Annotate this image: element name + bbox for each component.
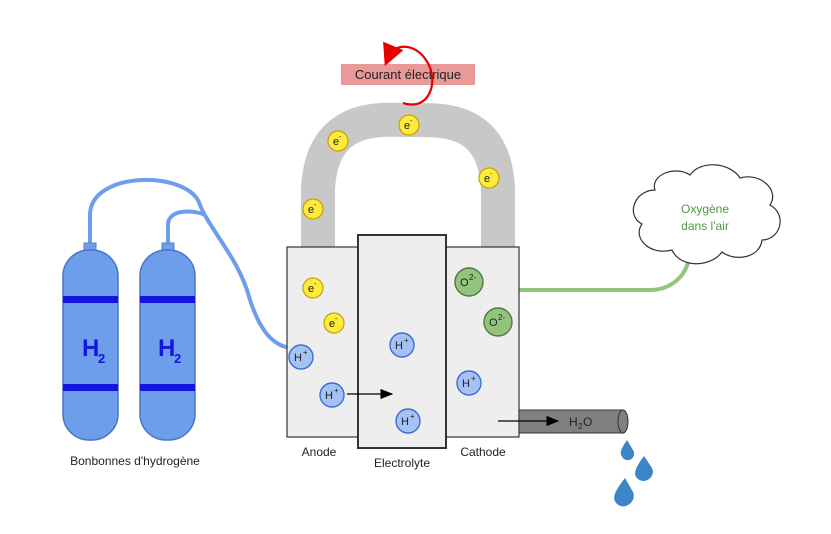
water-formula: H 2 O [569, 415, 592, 431]
particle-electron: e- [302, 277, 324, 299]
svg-text:O: O [489, 317, 498, 329]
svg-text:-: - [314, 281, 317, 288]
cloud-label-line2: dans l'air [681, 219, 729, 233]
hydrogen-pipe [88, 178, 291, 350]
anode [286, 246, 360, 438]
svg-text:-: - [490, 171, 493, 178]
svg-text:+: + [404, 336, 409, 345]
svg-text:+: + [334, 386, 339, 395]
particle-electron: e- [398, 114, 420, 136]
water-symbol: H [569, 415, 578, 429]
water-sub: 2 [578, 422, 583, 431]
tank-symbol: H [158, 335, 175, 362]
svg-text:H: H [294, 352, 302, 364]
anode-label: Anode [302, 445, 337, 459]
hydrogen-tank-left: H 2 [62, 242, 119, 441]
water-pipe-end [617, 409, 629, 434]
svg-text:e: e [308, 204, 314, 216]
particle-electron: e- [327, 130, 349, 152]
svg-text:-: - [410, 118, 413, 125]
particle-electron: e- [478, 167, 500, 189]
svg-text:H: H [325, 390, 333, 402]
tanks-label: Bonbonnes d'hydrogène [70, 454, 200, 468]
particle-proton: H+ [456, 370, 482, 396]
svg-text:H: H [462, 378, 470, 390]
tank-symbol: H [82, 335, 99, 362]
svg-text:e: e [308, 283, 314, 295]
svg-text:2-: 2- [498, 313, 505, 322]
svg-text:2-: 2- [469, 273, 476, 282]
svg-text:e: e [333, 136, 339, 148]
svg-text:+: + [303, 348, 308, 357]
particle-electron: e- [323, 312, 345, 334]
svg-text:-: - [314, 202, 317, 209]
current-arrow-icon [383, 41, 434, 106]
current-label: Courant électrique [355, 67, 461, 82]
water-drop-icon [620, 440, 635, 461]
particle-proton: H+ [389, 332, 415, 358]
water-drop-icon [614, 478, 634, 507]
svg-text:-: - [335, 316, 338, 323]
hydrogen-tank-right: H 2 [139, 242, 196, 441]
svg-text:+: + [410, 412, 415, 421]
water-drop-icon [635, 456, 653, 481]
particle-proton: H+ [395, 408, 421, 434]
particle-proton: H+ [319, 382, 345, 408]
water-tail: O [583, 415, 592, 429]
current-label-bg [341, 64, 475, 85]
svg-text:e: e [404, 120, 410, 132]
tank-subscript: 2 [174, 351, 181, 366]
svg-text:+: + [471, 374, 476, 383]
svg-text:H: H [401, 416, 409, 428]
oxygen-cloud [632, 164, 781, 265]
svg-text:H: H [395, 340, 403, 352]
svg-text:e: e [329, 318, 335, 330]
particle-proton: H+ [288, 344, 314, 370]
svg-text:O: O [460, 277, 469, 289]
electrolyte-label: Electrolyte [374, 456, 430, 470]
cathode-label: Cathode [460, 445, 506, 459]
svg-text:e: e [484, 173, 490, 185]
particle-electron: e- [302, 198, 324, 220]
svg-text:-: - [339, 134, 342, 141]
hydrogen-pipe-2 [166, 209, 206, 248]
tank-subscript: 2 [98, 351, 105, 366]
cloud-label-line1: Oxygène [681, 202, 729, 216]
oxygen-pipe [519, 261, 690, 292]
